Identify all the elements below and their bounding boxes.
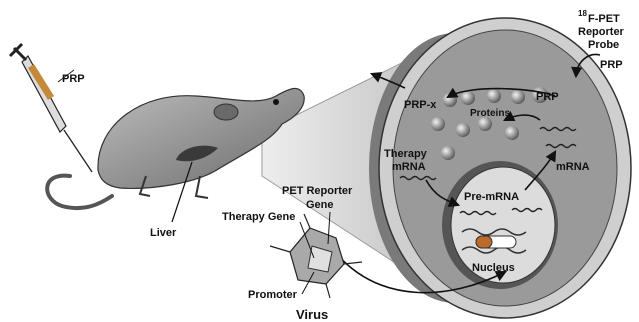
syringe bbox=[10, 44, 92, 172]
pet-reporter-gene-label-line2: Gene bbox=[306, 199, 334, 211]
nucleus-label: Nucleus bbox=[472, 262, 515, 274]
probe-prp-label: PRP bbox=[600, 59, 623, 71]
pre-mrna-label: Pre-mRNA bbox=[464, 191, 519, 203]
liver-label: Liver bbox=[150, 227, 177, 239]
probe-label-line1: F-PET bbox=[588, 13, 620, 25]
prp-x-label: PRP-x bbox=[404, 99, 437, 111]
rat-eye bbox=[273, 99, 279, 105]
therapy-gene-label: Therapy Gene bbox=[222, 211, 295, 223]
proteins-label: Proteins bbox=[470, 108, 510, 119]
probe-label-line3: Probe bbox=[588, 39, 619, 51]
pet-reporter-gene-label-line1: PET Reporter bbox=[282, 185, 353, 197]
promoter-label: Promoter bbox=[248, 289, 298, 301]
prp-syringe-label: PRP bbox=[62, 73, 85, 85]
probe-label: 18 F-PET Reporter Probe bbox=[578, 9, 625, 51]
mrna-label: mRNA bbox=[556, 161, 590, 173]
probe-superscript: 18 bbox=[578, 9, 587, 18]
virus-label: Virus bbox=[296, 307, 328, 322]
therapy-mrna-label-line2: mRNA bbox=[392, 161, 426, 173]
probe-label-line2: Reporter bbox=[578, 26, 625, 38]
therapy-mrna-label-line1: Therapy bbox=[384, 148, 428, 160]
prp-cell-label: PRP bbox=[536, 91, 559, 103]
